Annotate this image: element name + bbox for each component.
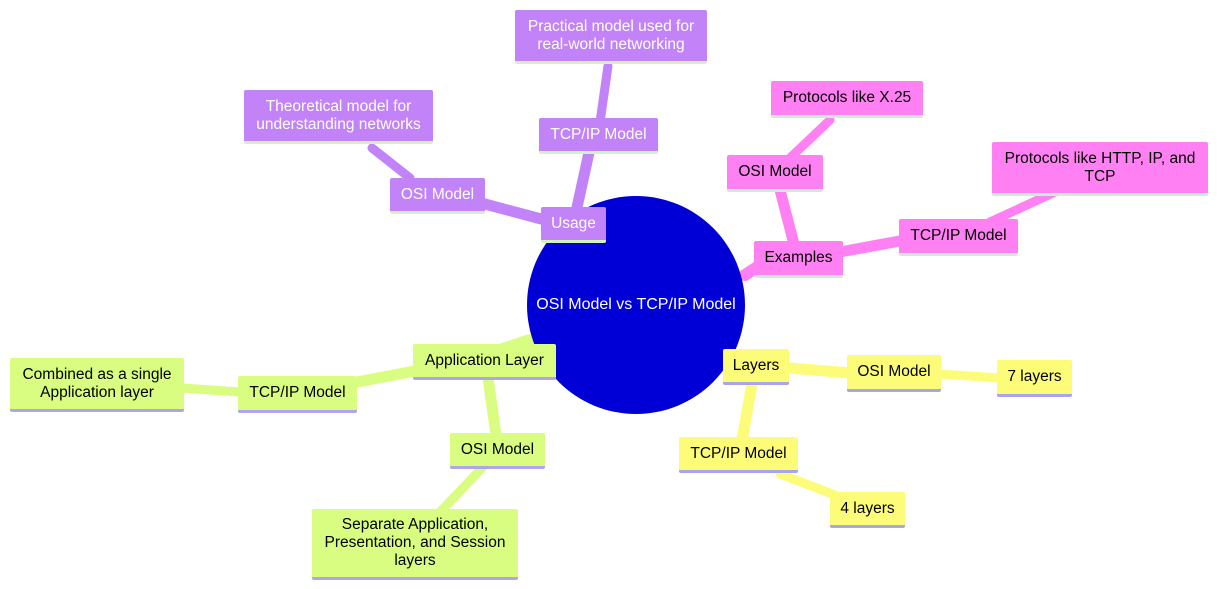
usage-label: Usage [551,214,596,232]
application-tcpip-detail-label: Combined as a single Application layer [22,365,172,401]
edge-application-osi-detail [435,463,487,517]
examples-tcpip-node[interactable]: TCP/IP Model [899,219,1018,256]
usage-node[interactable]: Usage [541,207,606,243]
edge-application-tcpip [346,364,426,389]
usage-osi-label: OSI Model [400,185,475,203]
layers-label: Layers [732,356,780,374]
application-layer-label: Application Layer [425,351,544,369]
layers-tcpip-label: TCP/IP Model [690,444,787,462]
examples-tcpip-label: TCP/IP Model [910,227,1007,244]
usage-tcpip-label: TCP/IP Model [550,125,647,143]
edge-application-osi [482,372,502,441]
edge-usage-tcpip [570,142,596,218]
layers-osi-detail-node[interactable]: 7 layers [997,360,1072,397]
application-tcpip-label: TCP/IP Model [249,384,346,401]
layers-tcpip-node[interactable]: TCP/IP Model [679,437,798,473]
edge-layers-osi [784,362,856,379]
examples-osi-node[interactable]: OSI Model [727,155,823,192]
layers-tcpip-detail-label: 4 layers [840,499,895,517]
application-osi-detail-label: Separate Application, Presentation, and … [324,516,506,569]
edge-layers-tcpip-detail [775,469,840,500]
examples-label: Examples [764,249,833,266]
edge-usage-tcpip-detail [595,61,613,127]
usage-osi-detail-label: Theoretical model for understanding netw… [256,97,421,133]
examples-osi-detail-node[interactable]: Protocols like X.25 [771,81,923,118]
usage-osi-detail-node[interactable]: Theoretical model for understanding netw… [244,90,433,144]
layers-osi-node[interactable]: OSI Model [847,355,941,392]
examples-osi-detail-label: Protocols like X.25 [782,89,912,106]
edge-application-tcpip-detail [177,383,245,397]
application-tcpip-node[interactable]: TCP/IP Model [238,376,357,413]
layers-tcpip-detail-node[interactable]: 4 layers [830,492,905,528]
usage-tcpip-node[interactable]: TCP/IP Model [539,118,658,154]
edge-examples-osi-detail [785,115,835,163]
examples-osi-label: OSI Model [738,163,812,180]
layers-node[interactable]: Layers [723,349,789,385]
application-osi-detail-node[interactable]: Separate Application, Presentation, and … [312,509,518,580]
edge-examples-osi [774,184,801,254]
edge-examples-tcpip [834,234,911,258]
edge-layers-osi-detail [935,369,1005,383]
layers-osi-label: OSI Model [857,363,931,380]
usage-osi-node[interactable]: OSI Model [390,178,485,214]
edge-examples-tcpip-detail [985,187,1060,227]
application-osi-node[interactable]: OSI Model [450,433,545,469]
examples-tcpip-detail-node[interactable]: Protocols like HTTP, IP, and TCP [992,142,1208,196]
examples-tcpip-detail-label: Protocols like HTTP, IP, and TCP [1004,149,1196,185]
usage-tcpip-detail-node[interactable]: Practical model used for real-world netw… [515,10,707,64]
application-osi-label: OSI Model [460,440,535,458]
application-layer-node[interactable]: Application Layer [413,344,556,380]
examples-node[interactable]: Examples [754,241,843,278]
usage-tcpip-detail-label: Practical model used for real-world netw… [527,17,695,53]
application-tcpip-detail-node[interactable]: Combined as a single Application layer [10,358,184,412]
edge-layers-tcpip [736,378,758,446]
layers-osi-detail-label: 7 layers [1007,368,1062,385]
edge-usage-osi-detail [367,143,415,183]
root-label: OSI Model vs TCP/IP Model [536,296,736,313]
